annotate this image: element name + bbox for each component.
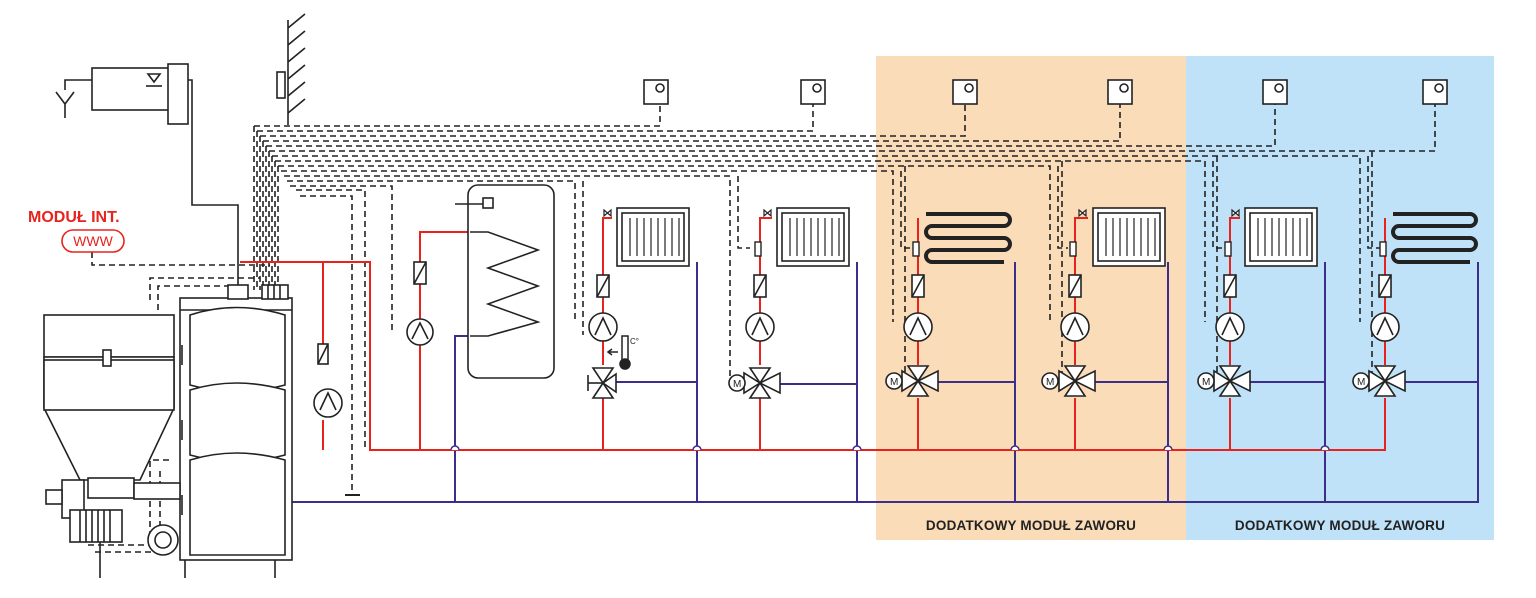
temperature-sensor-icon (606, 335, 631, 370)
mixing-valve-motor-label: M (1202, 377, 1210, 388)
bleed-valve-icon (763, 208, 772, 218)
room-thermostat-icon (1422, 79, 1448, 105)
circulation-pump-icon (588, 274, 618, 342)
mixing-valve-motor-label: M (1357, 377, 1365, 388)
temperature-sensor-icon (1069, 241, 1077, 257)
mixing-valve-motor-label: M (733, 379, 741, 390)
radiator-icon (616, 207, 690, 267)
mixing-valve-motor-label: M (1046, 377, 1054, 388)
circulation-pump-icon (903, 274, 933, 342)
bleed-valve-icon (1231, 208, 1240, 218)
zone-valve-module-2-label: DODATKOWY MODUŁ ZAWORU (1235, 518, 1445, 533)
hot-water-cylinder-icon (455, 184, 555, 379)
internet-module-title: MODUŁ INT. (28, 209, 120, 226)
internet-module-badge-label: WWW (73, 233, 113, 249)
chimney-icon (276, 13, 306, 125)
radiator-icon (1092, 207, 1166, 267)
temperature-sensor-icon (912, 241, 920, 257)
circulation-pump-icon (1215, 274, 1245, 342)
room-thermostat-icon (800, 79, 826, 105)
circulation-pump-icon (1060, 274, 1090, 342)
mixing-valve-icon (1352, 365, 1406, 397)
bleed-valve-icon (1078, 208, 1087, 218)
zone-valve-module-1-label: DODATKOWY MODUŁ ZAWORU (926, 518, 1136, 533)
three-way-valve-icon (587, 367, 617, 399)
sensor-unit-label: C° (630, 337, 639, 346)
mixing-valve-icon (728, 367, 781, 399)
temperature-sensor-icon (1379, 241, 1387, 257)
return-pipes (292, 262, 1479, 503)
expansion-tank-icon (55, 63, 239, 285)
floor-heating-coil-icon (1391, 212, 1478, 264)
room-thermostat-icon (1262, 79, 1288, 105)
pipe-crossings (450, 445, 1330, 451)
mixing-valve-icon (1197, 365, 1251, 397)
radiator-icon (1244, 207, 1318, 267)
circulation-pump-icon (406, 261, 434, 346)
circulation-pump-icon (1370, 274, 1400, 342)
temperature-sensor-icon (754, 241, 762, 257)
mixing-valve-icon (1041, 365, 1096, 397)
mixing-valve-motor-label: M (890, 377, 898, 388)
radiator-icon (776, 207, 850, 267)
zone-valve-module-1-background (876, 56, 1186, 540)
room-thermostat-icon (952, 79, 978, 105)
bleed-valve-icon (603, 208, 612, 218)
internet-module-badge (61, 229, 125, 253)
temperature-sensor-icon (1224, 241, 1232, 257)
floor-heating-coil-icon (924, 212, 1012, 264)
room-thermostat-icon (1107, 79, 1133, 105)
room-thermostat-icon (643, 79, 669, 105)
zone-valve-module-2-background (1186, 56, 1494, 540)
fuel-hopper-icon (43, 314, 181, 578)
circulation-pump-icon (745, 274, 775, 342)
circulation-pump-icon (313, 343, 343, 418)
mixing-valve-icon (885, 365, 939, 397)
pellet-boiler-icon (179, 284, 293, 578)
